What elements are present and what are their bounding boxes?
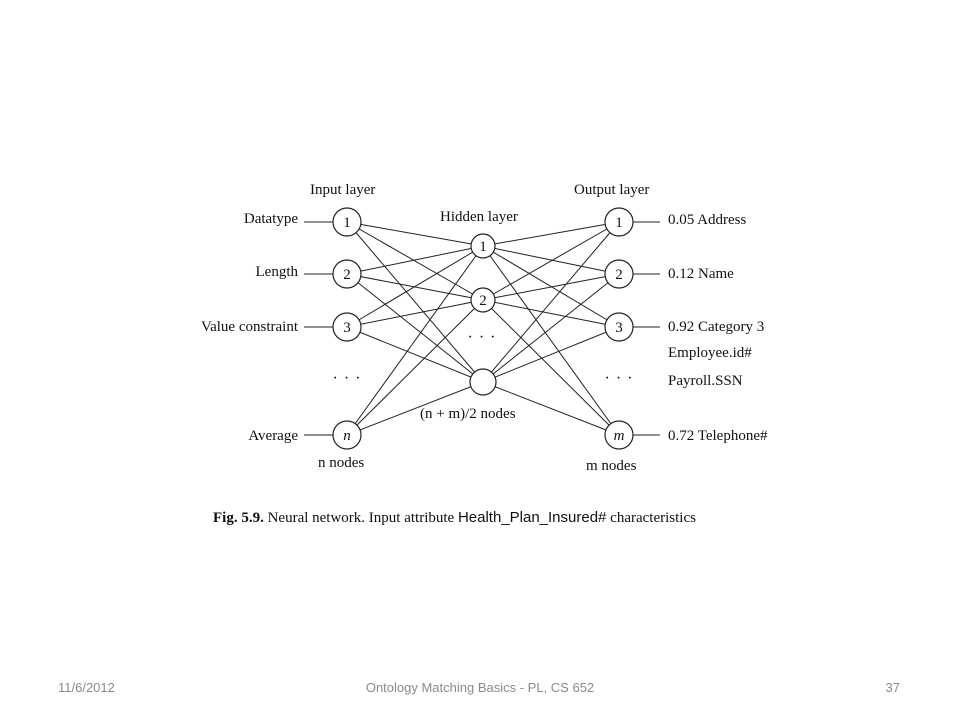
input-layer-title: Input layer: [310, 182, 375, 198]
hidden-output-edge: [482, 273, 620, 383]
input-hidden-edge: [346, 299, 484, 436]
output-label-payroll-ssn: Payroll.SSN: [668, 373, 743, 389]
hidden-layer-title: Hidden layer: [440, 209, 518, 225]
hidden-output-edge: [482, 299, 620, 328]
hidden-output-edge: [482, 221, 620, 383]
hidden-output-edge: [482, 221, 620, 247]
output-ellipsis: · · ·: [605, 370, 634, 387]
input-node-2-label: 2: [343, 267, 351, 283]
footer-page-number: 37: [885, 680, 900, 695]
output-node-3-label: 3: [615, 320, 623, 336]
input-hidden-edge: [346, 299, 484, 328]
output-label-category: 0.92 Category 3: [668, 319, 764, 335]
hidden-output-edge: [482, 245, 620, 436]
input-count-label: n nodes: [318, 455, 364, 471]
hidden-output-edge: [482, 299, 620, 436]
input-hidden-edge: [346, 245, 484, 436]
output-node-2-label: 2: [615, 267, 623, 283]
output-node-2-circle: [604, 259, 634, 289]
hidden-node-3: [469, 368, 497, 396]
hidden-ellipsis: · · ·: [468, 329, 497, 346]
caption-attribute: Health_Plan_Insured#: [457, 509, 607, 526]
output-node-2: 2: [604, 259, 634, 289]
caption-suffix: characteristics: [606, 510, 696, 526]
input-label-datatype: Datatype: [244, 211, 298, 227]
input-node-3-label: 3: [343, 320, 351, 336]
hidden-output-edge: [482, 221, 620, 301]
input-node-4-circle: [332, 420, 362, 450]
input-node-1-circle: [332, 207, 362, 237]
network-edges: [304, 221, 660, 436]
input-node-1-label: 1: [343, 215, 351, 231]
hidden-node-1-label: 1: [479, 239, 487, 255]
output-count-label: m nodes: [586, 458, 637, 474]
input-hidden-edge: [346, 326, 484, 383]
input-node-3: 3: [332, 312, 362, 342]
input-hidden-edge: [346, 381, 484, 436]
input-node-1: 1: [332, 207, 362, 237]
hidden-node-1: 1: [470, 233, 496, 259]
input-node-4-label: n: [343, 428, 351, 444]
hidden-output-edge: [482, 273, 620, 301]
hidden-output-edge: [482, 381, 620, 436]
hidden-node-3-circle: [469, 368, 497, 396]
output-node-3-circle: [604, 312, 634, 342]
input-hidden-edge: [346, 221, 484, 247]
footer-title: Ontology Matching Basics - PL, CS 652: [365, 680, 595, 695]
caption-figure-number: Fig. 5.9.: [213, 510, 264, 526]
hidden-output-edge: [482, 326, 620, 383]
input-hidden-edge: [346, 221, 484, 383]
output-node-1-circle: [604, 207, 634, 237]
input-label-average: Average: [248, 428, 298, 444]
output-layer-title: Output layer: [574, 182, 649, 198]
output-node-1: 1: [604, 207, 634, 237]
hidden-count-label: (n + m)/2 nodes: [420, 406, 516, 422]
output-node-4: m: [604, 420, 634, 450]
input-node-3-circle: [332, 312, 362, 342]
output-label-address: 0.05 Address: [668, 212, 746, 228]
hidden-node-2-circle: [470, 287, 496, 313]
figure-caption: Fig. 5.9. Neural network. Input attribut…: [213, 509, 773, 527]
output-label-employee-id: Employee.id#: [668, 345, 752, 361]
input-node-2-circle: [332, 259, 362, 289]
input-node-2: 2: [332, 259, 362, 289]
input-hidden-edge: [346, 221, 484, 301]
input-hidden-edge: [346, 273, 484, 383]
input-ellipsis: · · ·: [333, 370, 362, 387]
output-node-1-label: 1: [615, 215, 623, 231]
input-hidden-edge: [346, 245, 484, 328]
network-nodes: 1 2 3 n 1 2 1 2 3 m: [332, 207, 634, 450]
input-node-4: n: [332, 420, 362, 450]
hidden-output-edge: [482, 245, 620, 275]
network-labels: Input layer Hidden layer Output layer Da…: [201, 182, 768, 474]
output-node-4-label: m: [614, 428, 625, 444]
input-hidden-edge: [346, 245, 484, 275]
output-node-3: 3: [604, 312, 634, 342]
hidden-node-1-circle: [470, 233, 496, 259]
input-label-length: Length: [256, 264, 299, 280]
caption-text: Neural network. Input attribute: [263, 510, 458, 526]
output-label-telephone: 0.72 Telephone#: [668, 428, 768, 444]
footer-date: 11/6/2012: [58, 680, 115, 695]
hidden-node-2: 2: [470, 287, 496, 313]
output-label-name: 0.12 Name: [668, 266, 734, 282]
input-label-value-constraint: Value constraint: [201, 319, 299, 335]
output-node-4-circle: [604, 420, 634, 450]
hidden-node-2-label: 2: [479, 293, 487, 309]
